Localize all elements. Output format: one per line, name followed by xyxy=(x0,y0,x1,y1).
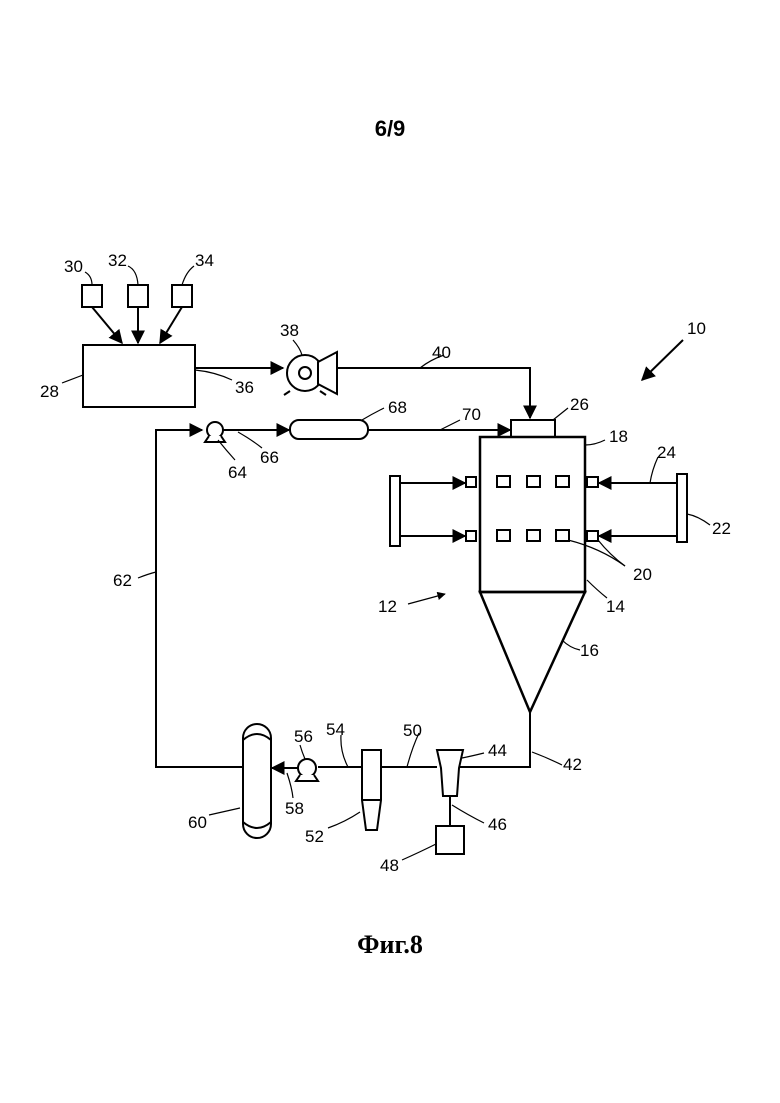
label-48: 48 xyxy=(380,856,399,875)
vessel-60 xyxy=(243,724,271,838)
label-26: 26 xyxy=(570,395,589,414)
right-gas-manifold xyxy=(677,474,687,542)
label-36: 36 xyxy=(235,378,254,397)
atomizer-nozzle xyxy=(511,420,555,437)
label-68: 68 xyxy=(388,398,407,417)
label-42: 42 xyxy=(563,755,582,774)
feed-box-30 xyxy=(82,285,102,307)
label-38: 38 xyxy=(280,321,299,340)
label-58: 58 xyxy=(285,799,304,818)
line-40 xyxy=(337,368,530,418)
label-32: 32 xyxy=(108,251,127,270)
pump-38 xyxy=(284,352,337,395)
label-64: 64 xyxy=(228,463,247,482)
mixing-tank xyxy=(83,345,195,407)
label-20: 20 xyxy=(633,565,652,584)
pump-64 xyxy=(205,422,225,442)
label-16: 16 xyxy=(580,641,599,660)
left-gas-manifold xyxy=(390,476,400,546)
label-44: 44 xyxy=(488,741,507,760)
label-62: 62 xyxy=(113,571,132,590)
collector-48 xyxy=(436,826,464,854)
label-18: 18 xyxy=(609,427,628,446)
label-34: 34 xyxy=(195,251,214,270)
cyclone-separator xyxy=(437,750,463,796)
label-30: 30 xyxy=(64,257,83,276)
chamber-cone xyxy=(480,592,585,712)
heater-68 xyxy=(290,420,368,439)
feed-box-34 xyxy=(172,285,192,307)
label-50: 50 xyxy=(403,721,422,740)
label-60: 60 xyxy=(188,813,207,832)
label-40: 40 xyxy=(432,343,451,362)
label-54: 54 xyxy=(326,720,345,739)
bag-filter xyxy=(362,750,381,830)
label-12: 12 xyxy=(378,597,397,616)
label-10: 10 xyxy=(687,319,706,338)
label-66: 66 xyxy=(260,448,279,467)
figure-caption: Фиг.8 xyxy=(0,930,780,960)
pump-56 xyxy=(296,759,318,781)
system-arrow-10 xyxy=(642,340,683,380)
label-24: 24 xyxy=(657,443,676,462)
label-22: 22 xyxy=(712,519,731,538)
feed-box-32 xyxy=(128,285,148,307)
inlet-ports-lower xyxy=(466,530,598,541)
inlet-ports-upper xyxy=(466,476,598,487)
dryer-arrow-12 xyxy=(408,594,445,604)
label-52: 52 xyxy=(305,827,324,846)
label-46: 46 xyxy=(488,815,507,834)
feed-arrow-34 xyxy=(160,307,182,343)
label-28: 28 xyxy=(40,382,59,401)
label-14: 14 xyxy=(606,597,625,616)
drying-chamber xyxy=(480,437,585,592)
feed-arrow-30 xyxy=(92,307,122,343)
label-56: 56 xyxy=(294,727,313,746)
label-70: 70 xyxy=(462,405,481,424)
